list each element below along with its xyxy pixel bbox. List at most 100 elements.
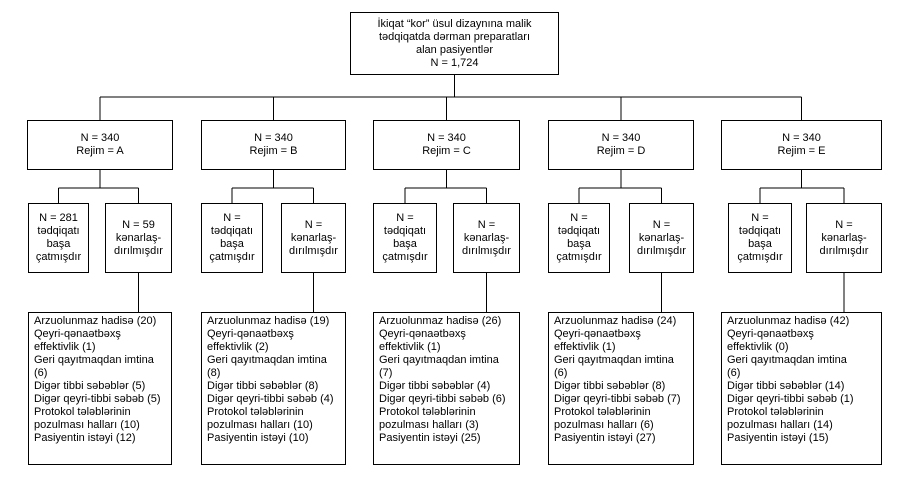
completed-line: başa xyxy=(220,238,244,250)
reason-line: Pasiyentin istəyi (27) xyxy=(554,432,656,444)
excluded-line: N = xyxy=(652,218,671,231)
reason-line: Pasiyentin istəyi (25) xyxy=(379,432,481,444)
reason-line: Qeyri-qənaətbəxş effektivlik (2) xyxy=(207,328,294,353)
arm-b-reasons-box: Arzuolunmaz hadisə (19)Qeyri-qənaətbəxş … xyxy=(201,312,346,465)
excluded-line: dırılmışdır xyxy=(462,244,511,257)
excluded-line: kənarlaş- xyxy=(821,231,867,244)
reason-line: Protokol tələblərinin pozulması halları … xyxy=(727,406,833,431)
root-line: tədqiqatda dərman preparatları xyxy=(378,30,531,43)
root-line: N = 1,724 xyxy=(430,56,479,69)
completed-line: tədqiqatı xyxy=(557,225,601,237)
reason-line: Qeyri-qənaətbəxş effektivlik (1) xyxy=(379,328,466,353)
arm-d-reasons-box: Arzuolunmaz hadisə (24)Qeyri-qənaətbəxş … xyxy=(548,312,694,465)
completed-line: tədqiqatı xyxy=(210,225,254,237)
reason-line: Geri qayıtmaqdan imtina (8) xyxy=(207,354,327,379)
completed-line: çatmışdır xyxy=(556,251,602,263)
reason-line: Digər tibbi səbəblər (4) xyxy=(379,380,491,392)
excluded-line: N = xyxy=(304,218,323,231)
completed-line: N = 281 xyxy=(39,212,78,224)
reason-line: Digər tibbi səbəblər (8) xyxy=(554,380,666,392)
arm-e-reasons-box: Arzuolunmaz hadisə (42)Qeyri-qənaətbəxş … xyxy=(721,312,882,465)
reason-line: Protokol tələblərinin pozulması halları … xyxy=(554,406,654,431)
completed-line: N = xyxy=(223,212,241,224)
excluded-line: kənarlaş- xyxy=(638,231,685,244)
reason-line: Geri qayıtmaqdan imtina (7) xyxy=(379,354,499,379)
reason-line: Protokol tələblərinin pozulması halları … xyxy=(379,406,479,431)
completed-line: tədqiqatı xyxy=(37,225,80,237)
arm-regimen: Rejim = E xyxy=(777,145,826,157)
arm-c-excluded-box: N =kənarlaş-dırılmışdır xyxy=(453,203,520,273)
excluded-line: dırılmışdır xyxy=(114,244,163,257)
reason-line: Arzuolunmaz hadisə (24) xyxy=(554,315,677,327)
excluded-line: kənarlaş- xyxy=(115,231,162,244)
reason-line: Protokol tələblərinin pozulması halları … xyxy=(207,406,313,431)
reason-line: Arzuolunmaz hadisə (19) xyxy=(207,315,330,327)
arm-d-excluded-box: N =kənarlaş-dırılmışdır xyxy=(629,203,694,273)
completed-line: başa xyxy=(567,238,591,250)
reason-line: Pasiyentin istəyi (10) xyxy=(207,432,309,444)
completed-line: N = xyxy=(396,212,414,224)
arm-n: N = 340 xyxy=(254,132,293,144)
completed-line: çatmışdır xyxy=(209,251,255,263)
arm-c-reasons-box: Arzuolunmaz hadisə (26)Qeyri-qənaətbəxş … xyxy=(373,312,520,465)
reason-line: Digər qeyri-tibbi səbəb (7) xyxy=(554,393,681,405)
completed-line: N = xyxy=(570,212,588,224)
reason-line: Digər tibbi səbəblər (14) xyxy=(727,380,845,392)
completed-line: tədqiqatı xyxy=(383,225,427,237)
arm-n: N = 340 xyxy=(80,132,120,144)
arm-e-excluded-box: N =kənarlaş-dırılmışdır xyxy=(806,203,882,273)
root-line: alan pasiyentlər xyxy=(415,43,494,56)
reason-line: Digər qeyri-tibbi səbəb (4) xyxy=(207,393,334,405)
arm-n: N = 340 xyxy=(782,132,821,144)
arm-regimen: Rejim = B xyxy=(249,145,298,157)
arm-n: N = 340 xyxy=(427,132,466,144)
completed-line: başa xyxy=(748,238,772,250)
reason-line: Digər qeyri-tibbi səbəb (6) xyxy=(379,393,506,405)
arm-regimen: Rejim = D xyxy=(596,145,646,157)
reason-line: Pasiyentin istəyi (12) xyxy=(34,432,136,444)
completed-line: çatmışdır xyxy=(382,251,428,263)
excluded-line: dırılmışdır xyxy=(637,244,686,257)
excluded-line: N = xyxy=(477,218,496,231)
root-line: İkiqat “kor” üsul dizaynına malik xyxy=(377,17,532,30)
reason-line: Qeyri-qənaətbəxş effektivlik (1) xyxy=(34,328,121,353)
completed-line: tədqiqatı xyxy=(738,225,782,237)
reason-line: Digər qeyri-tibbi səbəb (1) xyxy=(727,393,854,405)
reason-line: Geri qayıtmaqdan imtina (6) xyxy=(554,354,674,379)
reason-line: Protokol tələblərinin pozulması halları … xyxy=(34,406,140,431)
completed-line: çatmışdır xyxy=(35,251,82,263)
arm-a-reasons-box: Arzuolunmaz hadisə (20)Qeyri-qənaətbəxş … xyxy=(28,312,172,465)
excluded-line: N = 59 xyxy=(122,218,155,231)
completed-line: N = xyxy=(751,212,769,224)
arm-regimen: Rejim = A xyxy=(76,145,124,157)
reason-line: Qeyri-qənaətbəxş effektivlik (0) xyxy=(727,328,814,353)
arm-n: N = 340 xyxy=(601,132,641,144)
reason-line: Arzuolunmaz hadisə (20) xyxy=(34,315,157,327)
excluded-line: kənarlaş- xyxy=(290,231,337,244)
reason-line: Digər qeyri-tibbi səbəb (5) xyxy=(34,393,161,405)
reason-line: Geri qayıtmaqdan imtina (6) xyxy=(727,354,847,379)
reason-line: Pasiyentin istəyi (15) xyxy=(727,432,829,444)
completed-line: başa xyxy=(393,238,417,250)
reason-line: Qeyri-qənaətbəxş effektivlik (1) xyxy=(554,328,641,353)
excluded-line: kənarlaş- xyxy=(463,231,510,244)
completed-line: çatmışdır xyxy=(737,251,783,263)
arm-regimen: Rejim = C xyxy=(422,145,471,157)
reason-line: Digər tibbi səbəblər (8) xyxy=(207,380,319,392)
excluded-line: N = xyxy=(835,218,853,231)
reason-line: Digər tibbi səbəblər (5) xyxy=(34,380,146,392)
excluded-line: dırılmışdır xyxy=(289,244,338,257)
reason-line: Arzuolunmaz hadisə (26) xyxy=(379,315,502,327)
